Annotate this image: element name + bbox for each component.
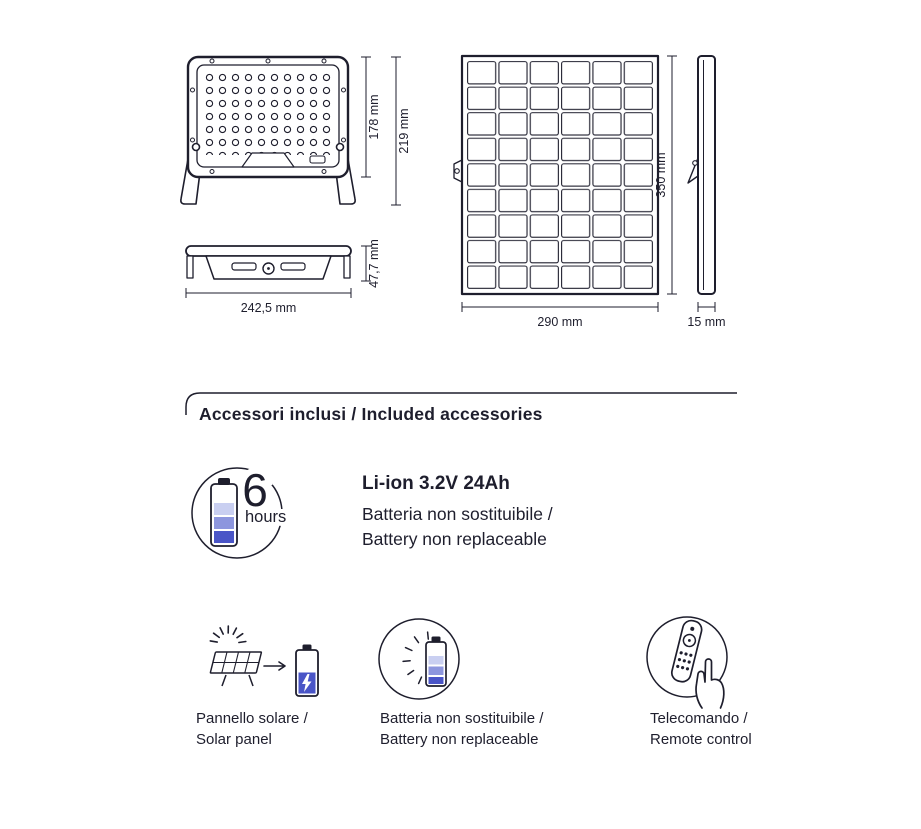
solar-panel-icon (209, 625, 319, 697)
label-remote: Telecomando / Remote control (650, 708, 752, 750)
label-battery-en: Battery non replaceable (380, 731, 539, 748)
battery-hours-icon: 6 hours (191, 458, 290, 559)
pv-cell-grid (466, 60, 654, 290)
remote-body (670, 619, 703, 683)
label-remote-en: Remote control (650, 731, 752, 748)
battery-description: Li-ion 3.2V 24Ah Batteria non sostituibi… (362, 473, 553, 552)
remote-control-icon (646, 616, 728, 709)
led-grid (203, 71, 333, 155)
dimension-label-front-height: 178 mm (367, 94, 381, 139)
dimension-label-panel-width: 290 mm (537, 315, 582, 329)
label-solar-panel-it: Pannello solare / (196, 710, 308, 727)
side-foot-left (186, 255, 194, 279)
dimension-label-side-height: 47,7 mm (367, 239, 381, 288)
dimension-219 (391, 56, 401, 206)
dimension-label-total-height: 219 mm (397, 108, 411, 153)
dimension-242-5 (185, 288, 352, 298)
remote-buttons (676, 651, 693, 671)
battery-spec-title: Li-ion 3.2V 24Ah (362, 473, 510, 494)
battery-line-it: Batteria non sostituibile / (362, 504, 553, 524)
screws (190, 58, 346, 174)
shine-rays-icon (402, 631, 430, 685)
floodlight-side-view (185, 245, 352, 280)
slot-right (280, 262, 306, 271)
sensor-window (309, 155, 326, 164)
floodlight-front-view (180, 55, 356, 205)
battery-gauge-small (425, 636, 447, 687)
dimension-label-width: 242,5 mm (241, 301, 297, 315)
lightning-bolt-icon (302, 674, 312, 692)
battery-gauge (210, 478, 238, 547)
dimension-label-panel-depth: 15 mm (687, 315, 725, 329)
dimension-350 (667, 55, 677, 295)
bracket-pivot-right (335, 142, 345, 152)
charging-battery-icon (295, 644, 319, 697)
label-battery-it: Batteria non sostituibile / (380, 710, 544, 727)
bottom-notch (241, 152, 295, 168)
dimension-178 (361, 56, 371, 178)
dimension-15 (697, 302, 716, 312)
dimension-label-panel-height: 350 mm (654, 152, 668, 197)
solar-panel-front-view (453, 54, 660, 296)
solar-panel-side-view (687, 55, 716, 295)
battery-line-en: Battery non replaceable (362, 529, 547, 549)
sun-rays-icon (209, 625, 247, 644)
label-battery: Batteria non sostituibile / Battery non … (380, 708, 543, 750)
slot-left (231, 262, 257, 271)
section-heading: Accessori inclusi / Included accessories (199, 404, 543, 424)
dimension-47-7 (361, 245, 371, 282)
bracket-pivot-left (191, 142, 201, 152)
charge-arrow-icon (263, 661, 286, 671)
battery-icon (378, 618, 460, 700)
section-divider (185, 392, 737, 415)
side-foot-right (343, 255, 351, 279)
hours-unit: hours (245, 508, 286, 526)
pointing-hand-icon (695, 658, 725, 709)
label-remote-it: Telecomando / (650, 710, 748, 727)
label-solar-panel-en: Solar panel (196, 731, 272, 748)
dimension-290 (461, 302, 659, 312)
label-solar-panel: Pannello solare / Solar panel (196, 708, 308, 750)
hours-value: 6 (242, 464, 268, 516)
technical-drawings: 178 mm 219 mm 47,7 mm (180, 54, 737, 415)
